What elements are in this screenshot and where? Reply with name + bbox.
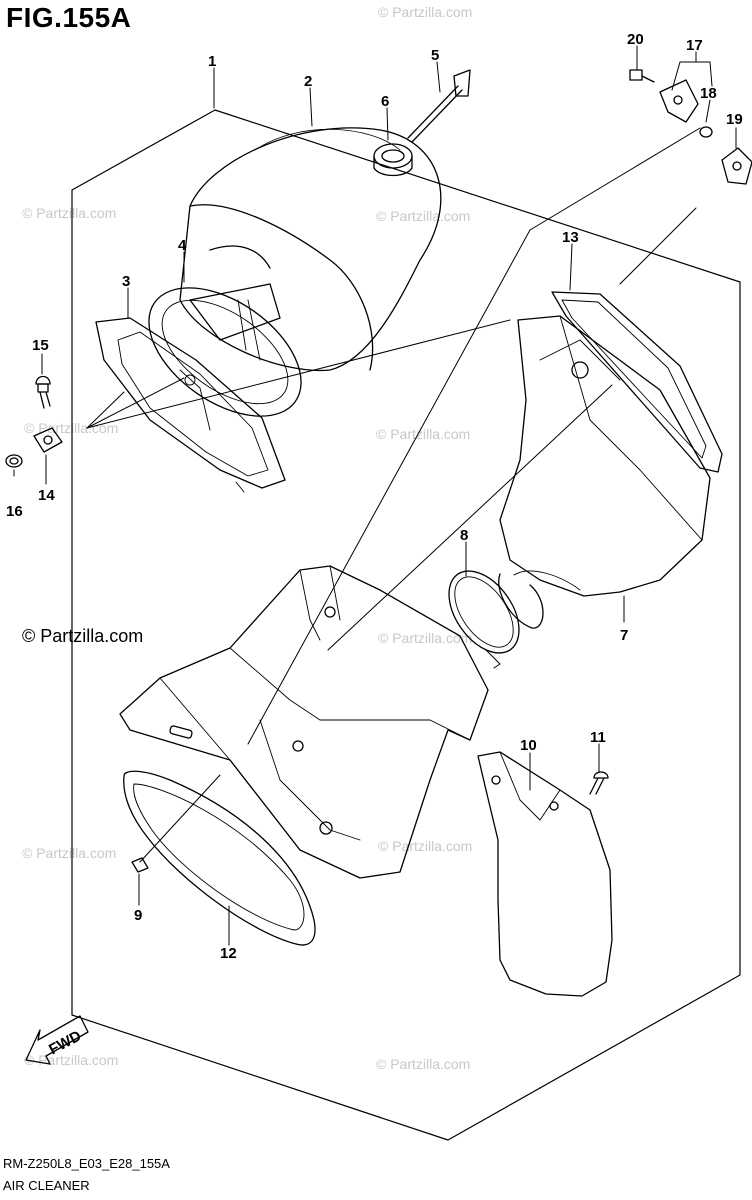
plate-part-19: [721, 147, 752, 185]
watermark: © Partzilla.com: [378, 630, 473, 646]
callout-4: 4: [178, 237, 187, 254]
callout-9: 9: [134, 907, 142, 924]
watermark: © Partzilla.com: [22, 845, 117, 861]
callout-3: 3: [122, 273, 130, 290]
bolt-part-5: [407, 69, 471, 143]
callout-19: 19: [726, 111, 743, 128]
nut-part-14: [33, 427, 63, 453]
callout-5: 5: [431, 47, 439, 64]
nut-part-16: [5, 454, 23, 468]
watermark: © Partzilla.com: [22, 205, 117, 221]
leader-lines: [13, 45, 737, 946]
callout-numbers: 1 2 3 4 5 6 7 8 9 10 11 12 13 14 15 16 1…: [6, 31, 743, 962]
callout-20: 20: [627, 31, 644, 48]
screw-part-20: [629, 69, 655, 83]
watermark: © Partzilla.com: [376, 1056, 471, 1072]
watermark-prominent: © Partzilla.com: [22, 626, 144, 646]
callout-10: 10: [520, 737, 537, 754]
callout-14: 14: [38, 487, 55, 504]
callout-18: 18: [700, 85, 717, 102]
bracket-part-17: [659, 79, 699, 123]
intake-boot-part-7: [498, 315, 711, 629]
callout-2: 2: [304, 73, 312, 90]
gasket-part-12: [123, 770, 316, 946]
callout-13: 13: [562, 229, 579, 246]
filter-cage-part-4: [148, 283, 302, 417]
watermark: © Partzilla.com: [378, 838, 473, 854]
callout-15: 15: [32, 337, 49, 354]
callout-11: 11: [590, 729, 606, 746]
callout-6: 6: [381, 93, 389, 110]
figure-name: AIR CLEANER: [3, 1178, 90, 1193]
filter-holder-part-3: [95, 317, 286, 493]
callout-7: 7: [620, 627, 628, 644]
washer-part-6: [373, 143, 413, 177]
clamp-part-8: [448, 570, 520, 669]
callout-8: 8: [460, 527, 468, 544]
fwd-arrow-icon: [25, 1015, 89, 1065]
gasket-part-13: [551, 291, 723, 473]
air-box-housing: [119, 565, 489, 879]
assembly-frame: [71, 109, 741, 1141]
watermark: © Partzilla.com: [376, 208, 471, 224]
clip-part-18: [699, 126, 713, 138]
callout-17: 17: [686, 37, 703, 54]
figure-title: FIG.155A: [6, 2, 132, 33]
screw-part-11: [589, 771, 609, 795]
screw-part-15: [35, 375, 51, 409]
mud-guard-part-10: [477, 751, 613, 997]
callout-12: 12: [220, 945, 237, 962]
figure-code: RM-Z250L8_E03_E28_155A: [3, 1156, 170, 1171]
watermark: © Partzilla.com: [376, 426, 471, 442]
callout-1: 1: [208, 53, 216, 70]
filter-element-part-2: [179, 127, 442, 372]
callout-16: 16: [6, 503, 23, 520]
grommet-part-9: [131, 857, 149, 873]
watermark: © Partzilla.com: [378, 4, 473, 20]
